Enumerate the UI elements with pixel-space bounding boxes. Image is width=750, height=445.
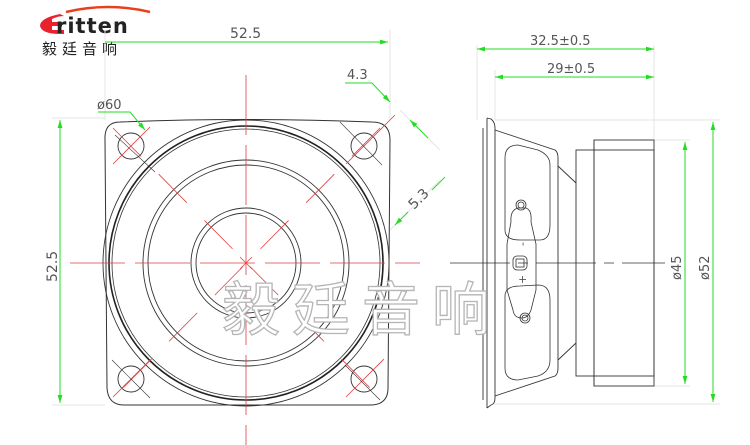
- dim-width-top: 52.5: [230, 26, 261, 42]
- dim-corner-offset: 5.3: [406, 186, 433, 213]
- dim-body-depth: 29±0.5: [547, 62, 595, 77]
- brand-name-chinese: 毅廷音响: [42, 40, 123, 58]
- dim-hole-pitch: ø60: [97, 98, 122, 113]
- terminal-tab: [506, 199, 537, 324]
- terminal-negative-label: -: [516, 242, 529, 246]
- dim-overall-depth: 32.5±0.5: [530, 34, 591, 49]
- dim-magnet-dia: ø45: [670, 256, 685, 281]
- brand-name-latin: ritten: [56, 14, 129, 38]
- dim-height-left: 52.5: [45, 251, 61, 282]
- watermark-text: 毅廷音响: [222, 276, 502, 344]
- terminal-positive-label: +: [516, 275, 529, 284]
- dim-frame-dia: ø52: [698, 256, 713, 281]
- brand-logo: ritten 毅廷音响: [38, 4, 158, 58]
- dim-hole-dia: 4.3: [347, 68, 368, 83]
- logo-swoosh-icon: [40, 5, 151, 34]
- mounting-holes: [117, 132, 378, 393]
- side-view: [450, 45, 720, 409]
- center-lines: [70, 75, 420, 445]
- front-view: [52, 30, 446, 445]
